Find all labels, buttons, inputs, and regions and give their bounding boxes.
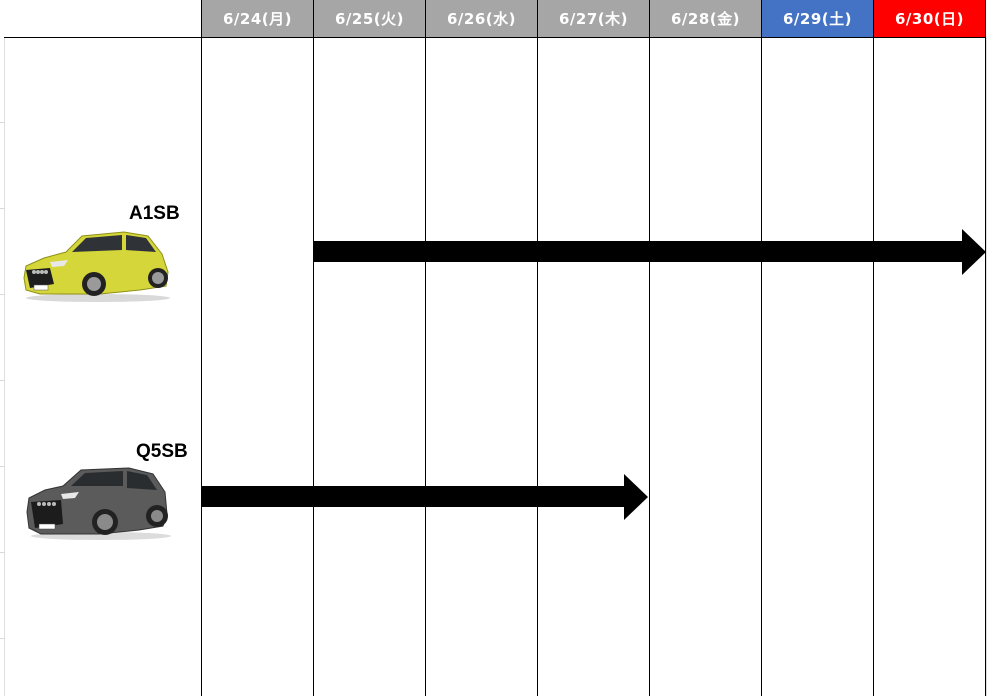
column-divider	[761, 0, 762, 696]
sheet-gridline	[0, 294, 5, 295]
day-header-0624[interactable]: 6/24(月)	[202, 0, 313, 37]
car-image-q5sb	[26, 467, 171, 540]
sheet-gridline	[0, 122, 5, 123]
day-header-0627[interactable]: 6/27(木)	[538, 0, 649, 37]
sheet-gridline	[0, 638, 5, 639]
column-divider	[201, 0, 202, 696]
day-header-0626[interactable]: 6/26(水)	[426, 0, 537, 37]
column-divider	[313, 0, 314, 696]
day-header-0625[interactable]: 6/25(火)	[314, 0, 425, 37]
car-image-a1sb	[23, 231, 170, 302]
day-header-0628[interactable]: 6/28(金)	[650, 0, 761, 37]
sheet-gridline	[986, 37, 987, 696]
day-header-0629[interactable]: 6/29(土)	[762, 0, 873, 37]
car-label-q5sb: Q5SB	[136, 441, 188, 462]
column-divider	[537, 0, 538, 696]
sheet-gridline	[0, 208, 5, 209]
rental-arrow-q5sb	[202, 474, 648, 520]
sheet-gridline	[4, 37, 5, 696]
header-divider	[4, 37, 985, 38]
date-header-row: 6/24(月) 6/25(火) 6/26(水) 6/27(木) 6/28(金) …	[0, 0, 985, 37]
column-divider	[985, 0, 986, 696]
rental-arrow-a1sb	[314, 229, 986, 275]
sheet-gridline	[0, 466, 5, 467]
column-divider	[425, 0, 426, 696]
sheet-gridline	[0, 552, 5, 553]
sheet-gridline	[0, 380, 5, 381]
car-label-a1sb: A1SB	[129, 203, 180, 224]
day-header-0630[interactable]: 6/30(日)	[874, 0, 985, 37]
column-divider	[873, 0, 874, 696]
column-divider	[649, 0, 650, 696]
